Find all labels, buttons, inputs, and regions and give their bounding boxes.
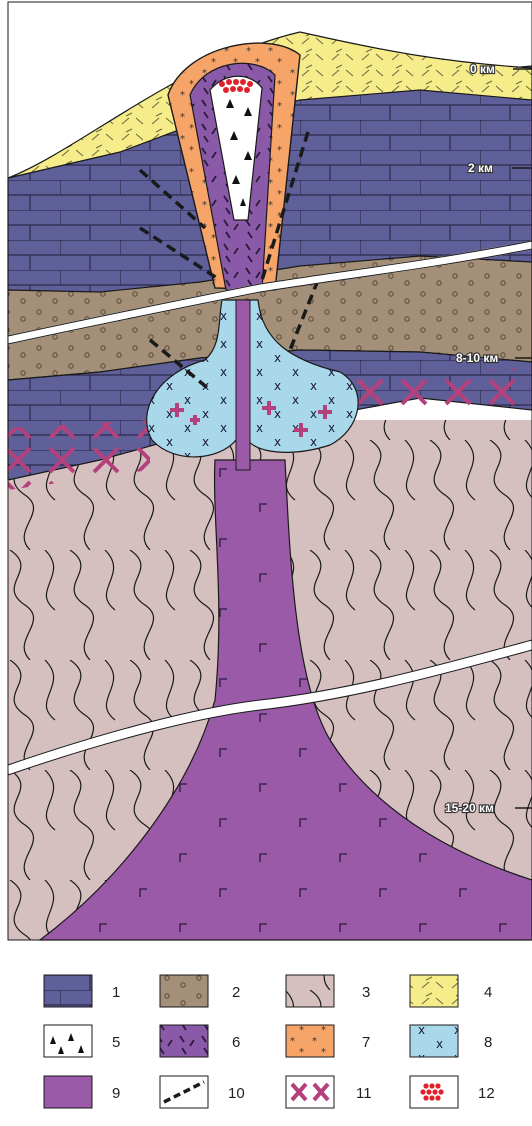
legend-label-11: 11 [356,1085,372,1102]
legend-label-10: 10 [228,1085,245,1102]
legend-label-6: 6 [232,1034,240,1051]
legend-label-4: 4 [484,984,492,1001]
legend-swatch-2 [160,975,208,1007]
legend-label-7: 7 [362,1034,370,1051]
depth-label-15-20km: 15-20 км [445,801,494,815]
legend-label-3: 3 [362,984,370,1001]
legend-label-1: 1 [112,984,120,1001]
depth-label-2km: 2 км [468,161,493,175]
depth-label-0km: 0 км [470,62,495,76]
depth-label-8-10km: 8-10 км [456,351,498,365]
legend-label-5: 5 [112,1034,120,1051]
legend-label-2: 2 [232,984,240,1001]
legend-swatch-4 [410,975,458,1007]
legend-label-12: 12 [478,1085,495,1102]
legend-label-9: 9 [112,1085,120,1102]
legend-swatch-11 [286,1076,334,1108]
legend-swatch-1 [44,975,92,1007]
legend-swatch-7 [286,1025,334,1057]
central-dyke [236,300,250,470]
legend-swatch-8 [410,1025,458,1057]
legend-swatch-9 [44,1076,92,1108]
legend-label-8: 8 [484,1034,492,1051]
cross-section: 0 км 2 км 8-10 км 15-20 км [8,2,532,940]
legend-swatch-6 [160,1025,208,1057]
legend-swatch-3 [286,975,334,1007]
magenta-cross-zone-right [350,368,532,412]
legend: 1 2 3 4 5 6 7 8 9 10 11 12 [44,975,495,1108]
